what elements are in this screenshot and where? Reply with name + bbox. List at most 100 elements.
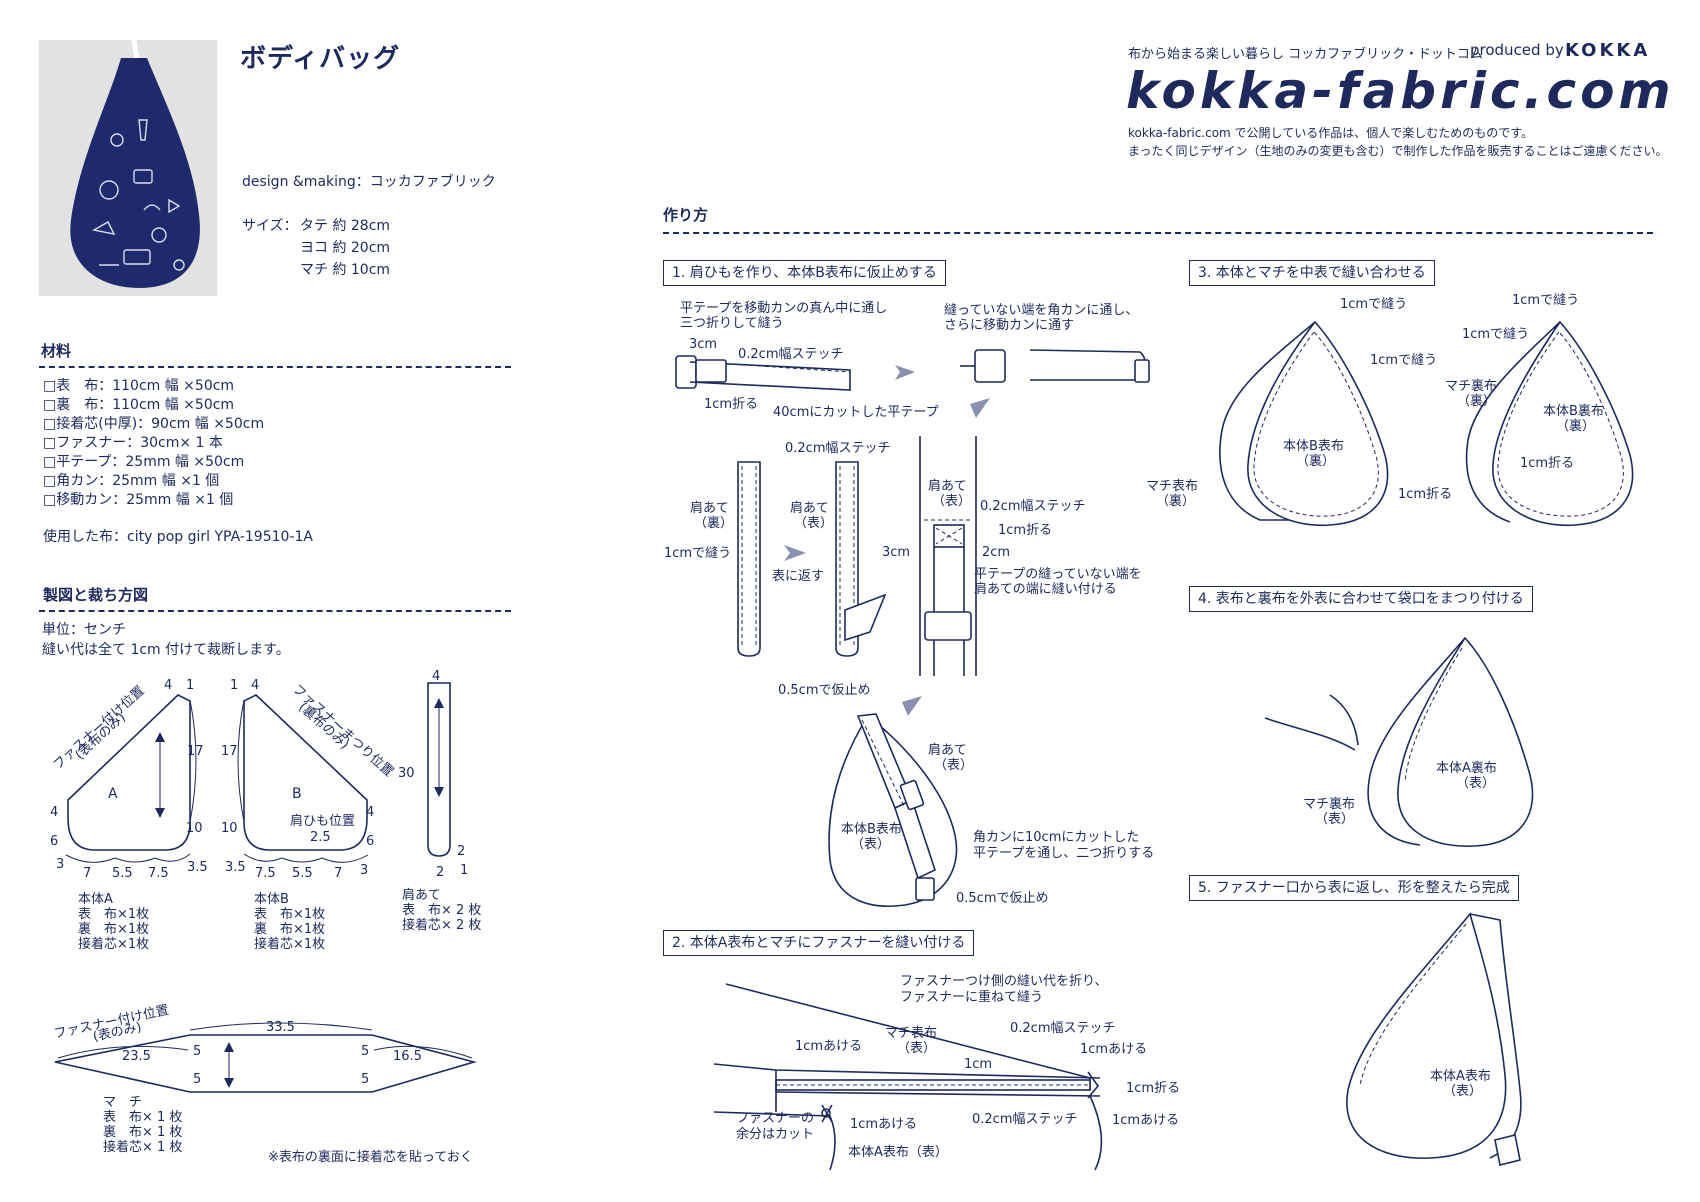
material-item: □平テープ：25mm 幅 ×50cm [43, 454, 245, 470]
zipper-pos-a: ファスナー付け位置 [51, 684, 148, 773]
dim-a-35: 3.5 [187, 860, 208, 875]
machi-line-3: 接着芯× 1 枚 [103, 1139, 182, 1155]
dim-b-10: 10 [221, 821, 238, 836]
label-a: A [108, 786, 118, 802]
dim-m-5a: 5 [193, 1044, 201, 1059]
s3-sew-d: 1cmで縫う [1462, 327, 1529, 342]
produced-by: produced by [1470, 41, 1564, 59]
s1-kata-omote-1: 肩あて [790, 500, 829, 516]
s1-fold-b: 1cm折る [998, 523, 1052, 538]
pattern-heading: 製図と裁ち方図 [43, 586, 149, 604]
notice-line-1: kokka-fabric.com で公開している作品は、個人で楽しむためのもので… [1128, 126, 1533, 140]
machi-title: マ チ [103, 1095, 142, 1110]
step1-arrow-right [895, 365, 915, 380]
dim-a-55: 5.5 [112, 866, 133, 881]
dim-a-4: 4 [164, 678, 172, 693]
step1-body-b-with-strap [828, 713, 958, 907]
dim-b-25: 2.5 [310, 830, 331, 845]
dim-b-1: 1 [230, 678, 238, 693]
machi-zip-pos: ファスナー付け位置 [53, 1003, 171, 1042]
s3-bodyB-1: 本体B表布 [1283, 439, 1344, 454]
s3-bodyBura-1: 本体B裏布 [1543, 404, 1604, 419]
s1-bodyB-2: （表） [851, 837, 890, 852]
allowance-note: 縫い代は全て 1cm 付けて裁断します。 [42, 642, 290, 658]
step1-tape-with-ring [960, 349, 1150, 383]
dim-b-4: 4 [251, 678, 259, 693]
s2-fold: 1cm折る [1126, 1081, 1180, 1096]
size-height: タテ 約 28cm [300, 218, 391, 234]
size-width: ヨコ 約 20cm [300, 240, 391, 256]
b-title: 本体B [254, 892, 289, 907]
s1-kata4-2: （表） [934, 758, 973, 773]
s1-attach-2: 肩あての端に縫い付ける [974, 581, 1117, 597]
step5-finished-bag [1346, 912, 1522, 1166]
omote-only-a: (表布のみ) [73, 710, 129, 763]
dim-a-3: 3 [56, 857, 64, 872]
product-photo [39, 40, 217, 296]
dim-a-75: 7.5 [148, 866, 169, 881]
s3-machiura-2: （裏） [1457, 394, 1496, 409]
s4-bodyAura-1: 本体A裏布 [1436, 761, 1497, 776]
s3-bodyBura-2: （裏） [1556, 419, 1595, 434]
dim-k-2: 2 [457, 844, 465, 859]
s1-3cm: 3cm [689, 337, 717, 352]
howto-divider [663, 232, 1653, 234]
dim-b-7: 7 [334, 866, 342, 881]
step1-shoulder-pad-turned [835, 461, 887, 657]
brand-tagline: 布から始まる楽しい暮らし コッカファブリック・ドットコム [1128, 47, 1483, 62]
step3-bag-right [1465, 320, 1634, 527]
pattern-piece-shoulder-pad [427, 682, 451, 857]
dim-b-17: 17 [221, 744, 238, 759]
s3-machiura-1: マチ裏布 [1445, 379, 1497, 394]
s5-bodyA-2: （表） [1443, 1084, 1482, 1099]
kokka-logo: KOKKA [1565, 40, 1651, 61]
material-item: □角カン：25mm 幅 ×1 個 [43, 473, 220, 489]
material-item: □裏 布：110cm 幅 ×50cm [43, 397, 235, 413]
machi-line-2: 裏 布× 1 枚 [103, 1125, 182, 1140]
s3-sew-a: 1cmで縫う [1340, 297, 1407, 312]
machi-zip-only: (表のみ) [92, 1020, 143, 1045]
materials-divider [39, 366, 511, 368]
dim-b-75: 7.5 [255, 866, 276, 881]
s1-3cm-b: 3cm [882, 545, 910, 560]
s2-machi-1: マチ表布 [885, 1026, 937, 1041]
step1-tape-with-slider [675, 355, 851, 391]
s1-kata3-2: （表） [932, 494, 971, 509]
material-item: □ファスナー：30cm× 1 本 [43, 435, 223, 451]
s1-tack-a: 0.5cmで仮止め [778, 683, 871, 698]
dim-a-1: 1 [186, 678, 194, 693]
step-3-title: 3. 本体とマチを中表で縫い合わせる [1189, 260, 1435, 286]
dim-m-5d: 5 [361, 1072, 369, 1087]
step1-pad-with-tape [919, 436, 977, 676]
interfacing-note: ※表布の裏面に接着芯を貼っておく [268, 1149, 473, 1165]
s2-stitch-a: 0.2cm幅ステッチ [1010, 1021, 1116, 1036]
unit-note: 単位：センチ [42, 622, 126, 638]
dim-a-7: 7 [83, 866, 91, 881]
s1-attach-1: 平テープの縫っていない端を [974, 567, 1142, 582]
s1-bodyB-1: 本体B表布 [841, 822, 902, 837]
s1-kata4-1: 肩あて [928, 742, 967, 758]
body-bag-photo [39, 40, 217, 296]
dim-k-1: 1 [460, 863, 468, 878]
s1-kata-omote-2: （表） [794, 516, 833, 531]
s2-stitch-b: 0.2cm幅ステッチ [972, 1112, 1078, 1127]
s1-end-note-2: さらに移動カンに通す [944, 318, 1074, 333]
s3-machi-2: （裏） [1156, 494, 1195, 509]
site-logo[interactable]: kokka-fabric.com [1126, 62, 1675, 120]
dim-m-5b: 5 [193, 1072, 201, 1087]
step1-arrow-down [970, 398, 990, 418]
dim-a-4b: 4 [50, 805, 58, 820]
howto-heading: 作り方 [663, 206, 709, 224]
s4-machiura-1: マチ裏布 [1303, 797, 1355, 812]
s3-sew-b: 1cmで縫う [1370, 353, 1437, 368]
machi-line-1: 表 布× 1 枚 [103, 1110, 182, 1125]
step2-zipper-assembly [713, 983, 1103, 1171]
a-line-3: 接着芯×1枚 [78, 936, 149, 952]
dim-a-17: 17 [187, 744, 204, 759]
dim-m-335: 33.5 [266, 1020, 295, 1035]
design-credit: design &making：コッカファブリック [242, 174, 496, 190]
dim-k-2b: 2 [436, 865, 444, 880]
step-4-title: 4. 表布と裏布を外表に合わせて袋口をまつり付ける [1189, 586, 1533, 612]
material-item: □移動カン：25mm 幅 ×1 個 [43, 492, 234, 508]
s1-kata-ura-1: 肩あて [690, 500, 729, 516]
